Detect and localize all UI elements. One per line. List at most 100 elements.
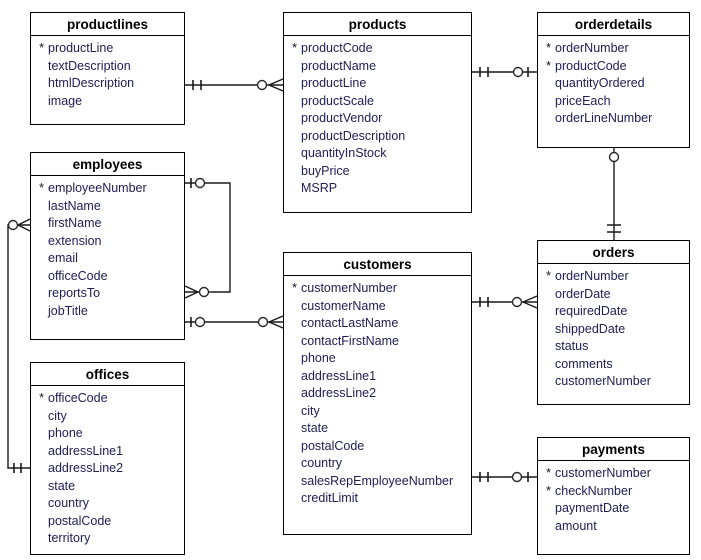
field-label: orderDate [555,286,611,301]
primary-key-marker: * [546,466,551,480]
field-customerName: customerName [284,298,471,316]
primary-key-marker: * [292,41,297,55]
field-orderNumber: *orderNumber [538,40,689,58]
field-label: officeCode [48,268,108,283]
relationship-products-orderdetails [472,66,537,78]
field-label: customerName [301,298,386,313]
field-officeCode: officeCode [31,268,184,286]
field-label: extension [48,233,102,248]
field-state: state [284,420,471,438]
field-label: addressLine1 [301,368,377,383]
primary-key-marker: * [546,58,551,73]
field-label: addressLine2 [48,461,124,475]
field-postalCode: postalCode [31,513,184,531]
table-title-offices: offices [31,363,184,386]
field-label: addressLine2 [301,386,377,400]
field-employeeNumber: * employeeNumber [31,180,184,198]
field-status: status [538,338,689,356]
field-label: customerNumber [555,374,651,388]
field-htmlDescription: htmlDescription [31,75,184,93]
field-productCode: *productCode [538,58,689,76]
field-contactLastName: contactLastName [284,315,471,333]
field-label: reportsTo [48,286,101,300]
field-label: firstName [48,216,102,230]
field-label: productDescription [301,128,406,143]
field-productName: productName [284,58,471,76]
table-title-productlines: productlines [31,13,184,36]
field-addressLine2: addressLine2 [31,460,184,478]
primary-key-marker: * [39,181,44,195]
field-label: requiredDate [555,304,628,318]
field-label: salesRepEmployeeNumber [301,473,454,488]
field-label: state [48,478,76,493]
field-label: MSRP [301,181,338,195]
field-productCode: *productCode [284,40,471,58]
field-label: contactLastName [301,316,399,330]
field-label: lastName [48,198,101,213]
field-productLine: * productLine [31,40,184,58]
field-label: employeeNumber [48,181,147,195]
field-orderNumber: *orderNumber [538,268,689,286]
field-label: productVendor [301,111,383,125]
field-city: city [284,403,471,421]
field-label: phone [48,426,83,440]
field-label: image [48,93,83,108]
field-customerNumber: *customerNumber [538,465,689,483]
field-quantityOrdered: quantityOrdered [538,75,689,93]
field-officeCode: *officeCode [31,390,184,408]
field-label: country [48,496,89,510]
field-label: productLine [48,41,114,55]
relationship-employees-customers [185,315,284,329]
table-productlines[interactable]: productlines * productLine textDescription… [30,12,185,125]
field-label: amount [555,518,597,533]
field-quantityInStock: quantityInStock [284,145,471,163]
field-postalCode: postalCode [284,438,471,456]
field-state: state [31,478,184,496]
field-label: creditLimit [301,491,358,505]
field-creditLimit: creditLimit [284,490,471,508]
relationship-employees-self [184,177,231,299]
field-customerNumber: customerNumber [538,373,689,391]
field-city: city [31,408,184,426]
field-label: quantityInStock [301,146,387,160]
field-label: productLine [301,76,367,90]
field-priceEach: priceEach [538,93,689,111]
field-addressLine2: addressLine2 [284,385,471,403]
field-label: territory [48,531,91,545]
field-country: country [284,455,471,473]
field-productDescription: productDescription [284,128,471,146]
field-label: postalCode [48,513,112,528]
field-label: state [301,421,329,435]
field-label: paymentDate [555,501,630,515]
field-productScale: productScale [284,93,471,111]
field-textDescription: textDescription [31,58,184,76]
table-employees[interactable]: employees * employeeNumber lastName firstNa… [30,152,185,340]
field-label: htmlDescription [48,76,135,90]
primary-key-marker: * [39,41,44,55]
field-paymentDate: paymentDate [538,500,689,518]
field-label: priceEach [555,93,611,108]
field-addressLine1: addressLine1 [284,368,471,386]
field-label: customerNumber [301,281,397,295]
field-label: buyPrice [301,163,350,178]
field-label: orderNumber [555,269,629,283]
relationship-orders-orderdetails [607,148,621,240]
field-label: postalCode [301,438,365,453]
field-label: contactFirstName [301,333,399,348]
table-title-employees: employees [31,153,184,176]
relationship-customers-orders [472,295,538,309]
primary-key-marker: * [39,391,44,405]
field-productLine: productLine [284,75,471,93]
field-label: orderLineNumber [555,111,653,125]
field-phone: phone [284,350,471,368]
field-addressLine1: addressLine1 [31,443,184,461]
